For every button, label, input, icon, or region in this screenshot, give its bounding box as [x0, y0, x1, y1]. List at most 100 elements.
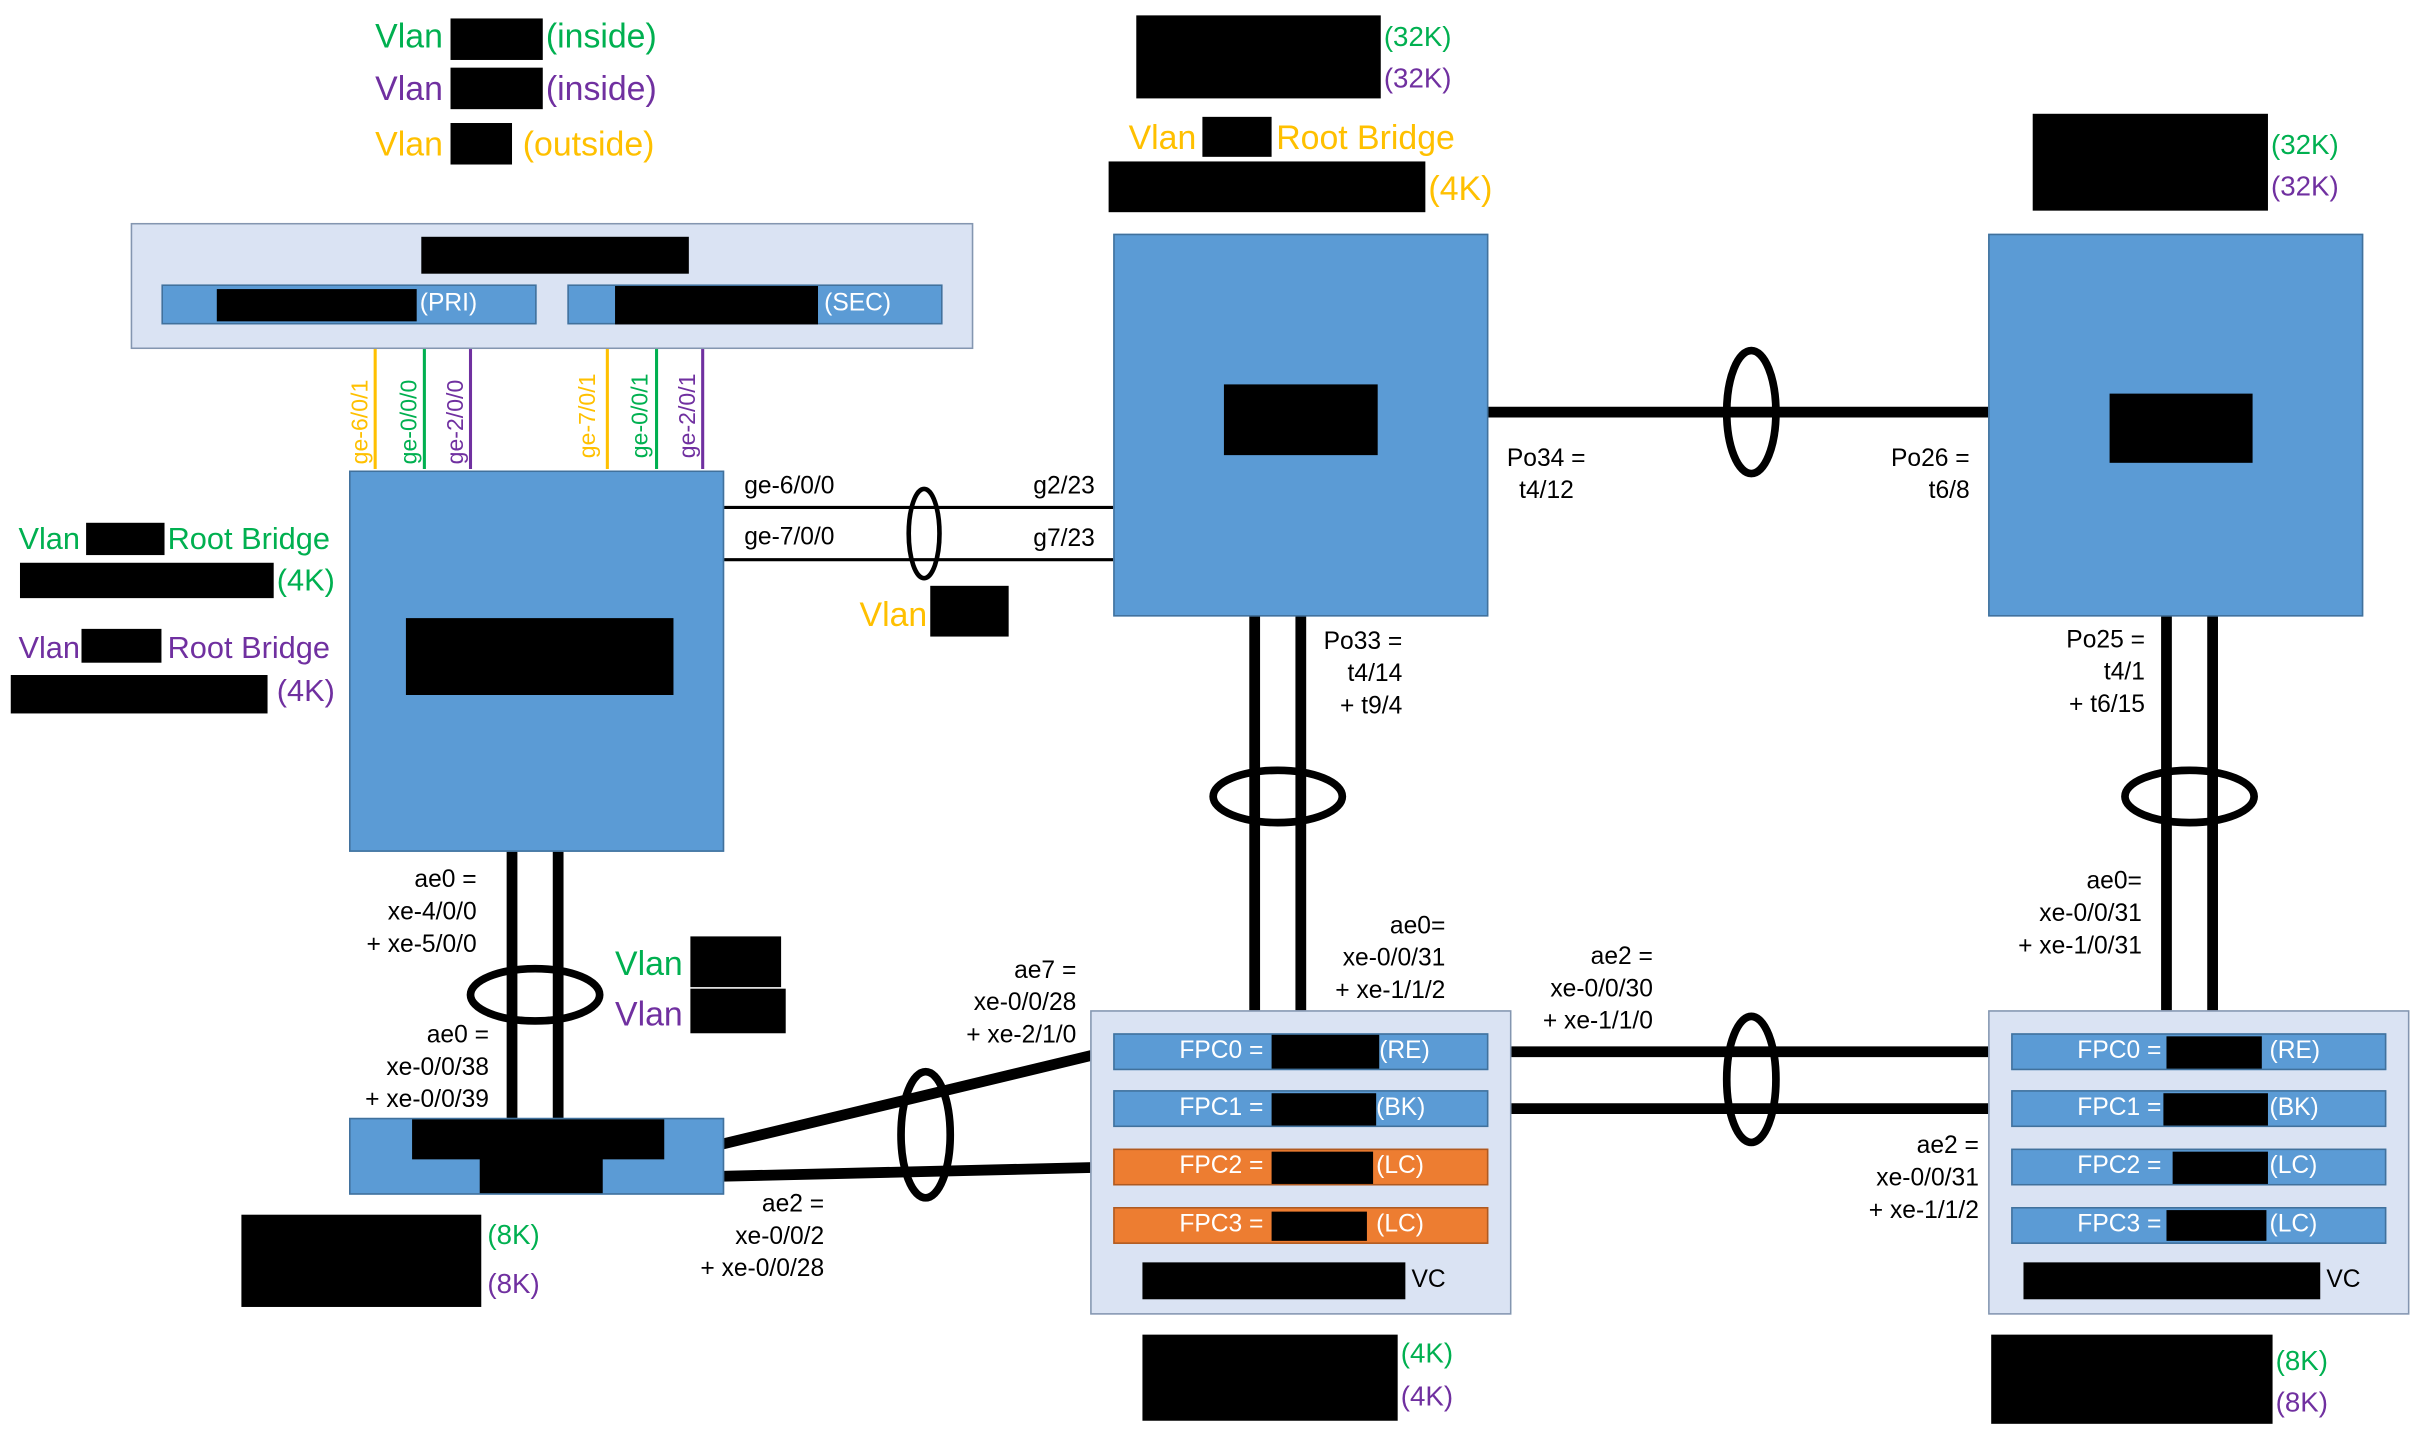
redacted-vlan-id: [690, 988, 786, 1034]
po33-label: Po33 = t4/14 + t9/4: [1310, 626, 1403, 723]
label-line: + xe-1/1/0: [1542, 1008, 1653, 1035]
port-label: ge-2/0/1: [675, 373, 702, 459]
label-line: ae7 =: [1014, 957, 1077, 985]
redacted-vlan-id: [81, 628, 162, 663]
legend-inside-purple: (inside): [545, 69, 657, 108]
label-line: + t6/15: [2069, 691, 2145, 719]
fpc-role: (RE): [2269, 1037, 2321, 1065]
redacted-serial: [1271, 1034, 1380, 1069]
priority-label: (32K): [1383, 63, 1452, 94]
label-line: xe-0/0/28: [973, 990, 1077, 1017]
redacted-serial: [1271, 1093, 1377, 1126]
redacted-vlan-id: [86, 522, 165, 556]
priority-label: (8K): [487, 1219, 540, 1251]
link-ae7: [721, 1044, 1115, 1150]
firewall-pri-label: (PRI): [419, 290, 478, 317]
access-switch: [349, 1117, 725, 1195]
label-line: xe-0/0/31: [1342, 945, 1446, 972]
label-line: ae0=: [2086, 868, 2142, 895]
redacted-vlan-id: [450, 67, 543, 110]
legend-vlan-yellow: Vlan: [375, 124, 443, 163]
fpc-label: FPC1 =: [1179, 1094, 1264, 1121]
redacted-vlan-id: [930, 585, 1009, 637]
vlan-label: Vlan: [615, 944, 683, 983]
label-line: + xe-1/1/2: [1335, 977, 1446, 1005]
label-line: + xe-2/1/0: [966, 1022, 1077, 1049]
link-ae2-left: [722, 1161, 1114, 1182]
redacted-vlan-id: [690, 936, 782, 988]
port-label: ge-7/0/0: [744, 524, 835, 551]
port-label: ge-0/0/0: [396, 379, 423, 465]
root-bridge-label: Root Bridge: [1276, 118, 1455, 157]
fpc-row: FPC0 = (RE): [2011, 1033, 2387, 1071]
ae0-right-label: ae0= xe-0/0/31 + xe-1/0/31: [2007, 866, 2142, 963]
label-line: ae0=: [1389, 913, 1446, 940]
legend-vlan-purple: Vlan: [375, 69, 443, 108]
label-line: + xe-1/1/2: [1868, 1197, 1979, 1224]
fpc-label: FPC2 =: [2077, 1153, 2162, 1180]
priority-label: (4K): [276, 675, 335, 709]
redacted-hostname: [216, 289, 417, 322]
port-label: ge-2/0/0: [442, 379, 469, 465]
legend-outside: (outside): [522, 124, 655, 163]
port-label: ge-6/0/0: [744, 473, 835, 500]
fpc-role: (BK): [2269, 1094, 2319, 1121]
ae2-center-label: ae2 = xe-0/0/30 + xe-1/1/0: [1530, 941, 1653, 1038]
firewall-sec-label: (SEC): [824, 290, 892, 317]
fpc-row: FPC3 = (LC): [1113, 1207, 1489, 1244]
redacted-serial: [2163, 1093, 2268, 1126]
fpc-label: FPC1 =: [2077, 1094, 2162, 1121]
fpc-row: FPC1 = (BK): [1113, 1090, 1489, 1128]
priority-label: (8K): [2275, 1386, 2328, 1418]
redacted-serial: [2172, 1151, 2268, 1184]
fpc-label: FPC3 =: [2077, 1211, 2162, 1238]
ae2-right-label: ae2 = xe-0/0/31 + xe-1/1/2: [1856, 1130, 1979, 1227]
redacted-hostname: [615, 285, 819, 325]
redacted-vlan-id: [450, 18, 543, 60]
redacted-hostname: [1223, 384, 1378, 456]
port-label: g2/23: [1033, 473, 1095, 500]
fpc-label: FPC0 =: [2077, 1037, 2162, 1065]
firewall-primary: (PRI): [161, 284, 537, 325]
ae0-bottom-left-label: ae0 = xe-0/0/38 + xe-0/0/39: [354, 1019, 489, 1116]
fpc-role: (BK): [1376, 1094, 1426, 1121]
po25-label: Po25 = t4/1 + t6/15: [2050, 624, 2145, 721]
priority-label: (8K): [2275, 1345, 2328, 1377]
label-line: Po25 =: [2066, 627, 2145, 654]
fpc-row: FPC2 = (LC): [1113, 1148, 1489, 1186]
fpc-role: (LC): [1376, 1153, 1424, 1180]
label-line: Po34 =: [1506, 445, 1586, 473]
priority-label: (32K): [2271, 170, 2339, 202]
ae0-left-label: ae0 = xe-4/0/0 + xe-5/0/0: [357, 864, 477, 961]
label-line: + xe-5/0/0: [366, 931, 477, 958]
fpc-label: FPC2 =: [1179, 1153, 1264, 1180]
fpc-role: (LC): [1376, 1211, 1424, 1238]
root-bridge-label: Root Bridge: [167, 631, 331, 666]
vlan-label: Vlan: [18, 522, 81, 557]
redacted-serial: [2166, 1210, 2267, 1241]
label-line: ae2 =: [1590, 944, 1653, 971]
fpc-label: FPC0 =: [1179, 1037, 1264, 1065]
label-line: t4/12: [1519, 478, 1574, 505]
fpc-role: (LC): [2269, 1153, 2318, 1180]
lag-ring-top: [1722, 346, 1780, 478]
redacted-bridge-id: [241, 1214, 482, 1307]
fpc-role: (LC): [2269, 1211, 2318, 1238]
redacted-serial: [2166, 1036, 2262, 1069]
label-line: xe-0/0/38: [386, 1054, 489, 1081]
redacted-vc-name: [2023, 1262, 2321, 1300]
redacted-bridge-id: [10, 675, 268, 714]
fpc-label: FPC3 =: [1179, 1211, 1264, 1238]
label-line: ae2 =: [761, 1191, 825, 1218]
lag-ring-right-down: [2121, 766, 2258, 827]
label-line: + xe-0/0/39: [365, 1087, 489, 1114]
po34-label: Po34 = t4/12: [1507, 443, 1599, 508]
ae2-bottom-left-label: ae2 = xe-0/0/2 + xe-0/0/28: [692, 1189, 824, 1286]
redacted-hostname: [405, 618, 674, 695]
vlan-label: Vlan: [1128, 118, 1197, 157]
root-bridge-label: Root Bridge: [167, 522, 331, 557]
lag-ring-left-down: [466, 964, 604, 1025]
legend-vlan-green: Vlan: [375, 16, 443, 56]
